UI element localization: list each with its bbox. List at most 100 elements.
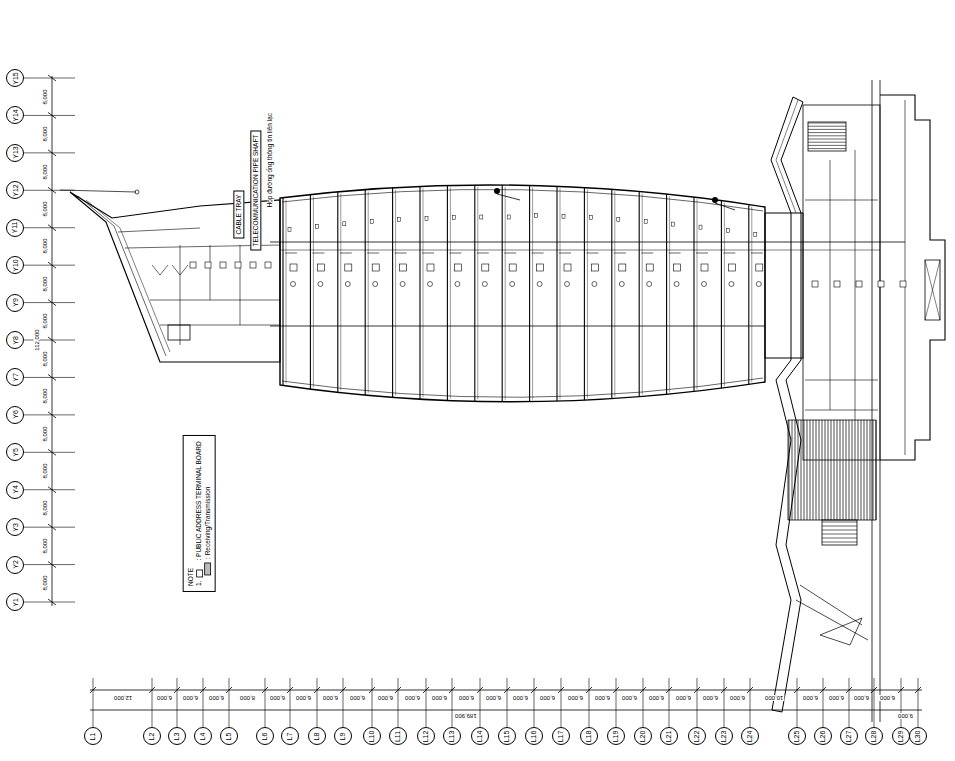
terminal-board-symbol — [190, 262, 196, 268]
grid-leader — [507, 678, 508, 727]
grid-leader — [24, 602, 75, 603]
grid-label: L25 — [794, 730, 801, 742]
speaker-symbol — [428, 282, 433, 287]
grid-bubble: L2 — [143, 727, 161, 745]
dimension-tick — [48, 337, 56, 343]
seating-hatch — [822, 420, 823, 520]
legend-row: 1.: PUBLIC ADDRESS TERMINAL BOARD — [195, 441, 203, 586]
site-boundary — [880, 80, 881, 722]
column-symbol — [589, 216, 592, 220]
seating-hatch — [852, 420, 853, 520]
building-wall — [805, 410, 878, 411]
structural-rib — [721, 201, 722, 389]
dimension-text: 6,000 — [675, 695, 692, 701]
wedge-wall — [86, 200, 170, 352]
dimension-tick — [666, 687, 672, 693]
dimension-tick — [613, 687, 619, 693]
column-symbol — [726, 229, 729, 233]
seating-hatch — [807, 420, 808, 520]
column-symbol — [644, 219, 647, 223]
dimension-tick — [586, 687, 592, 693]
dimension-value: 6,000 — [622, 695, 637, 701]
terminal-block — [803, 105, 880, 460]
grid-leader — [93, 678, 94, 727]
grid-label: L27 — [846, 730, 853, 742]
dimension-value: 8,000 — [41, 538, 47, 553]
stair-hatch — [808, 126, 846, 127]
grid-label: L9 — [339, 732, 346, 740]
dimension-tick — [48, 524, 56, 530]
grid-label: L14 — [477, 730, 484, 742]
dimension-value: 8,000 — [41, 389, 47, 404]
structural-rib — [560, 188, 561, 399]
grid-leader — [24, 527, 75, 528]
terminal-board-symbol — [646, 264, 653, 271]
box-label: CABLE TRAY — [235, 194, 242, 234]
grid-label: L16 — [531, 730, 538, 742]
dimension-tick — [423, 687, 429, 693]
stair-hatch — [808, 135, 846, 136]
dimension-value: 6,000 — [486, 695, 501, 701]
grid-bubble: L21 — [660, 727, 678, 745]
cable-run — [285, 253, 297, 254]
note-title: NOTE — [186, 567, 194, 585]
grid-bubble: Y7 — [6, 368, 24, 386]
grid-bubble: L15 — [498, 727, 516, 745]
dimension-tick — [48, 374, 56, 380]
seating-outline — [788, 420, 876, 520]
structural-rib — [587, 190, 588, 399]
dimension-value: Hộp đường ống thông tin liên lạc — [267, 112, 274, 207]
terminal-board-symbol — [509, 264, 516, 271]
terminal-board-symbol — [317, 264, 324, 271]
grid-label: L12 — [423, 730, 430, 742]
grid-label: L3 — [173, 732, 180, 740]
structural-rib — [614, 191, 615, 396]
terminal-board-symbol — [728, 264, 735, 271]
column-symbol — [370, 220, 373, 224]
dimension-text: 6,000 — [295, 695, 312, 701]
grid-leader — [724, 678, 725, 727]
grid-label: L18 — [586, 730, 593, 742]
shaft-label-box: TELECOMMUNICATION PIPE SHAFT — [250, 130, 261, 250]
grid-label: L28 — [871, 730, 878, 742]
stair-hatch — [822, 530, 857, 531]
dimension-value: 8,000 — [41, 127, 47, 142]
structural-rib — [642, 193, 643, 394]
dimension-value: 6,000 — [513, 695, 528, 701]
seating-hatch — [840, 420, 841, 520]
dimension-tick — [48, 487, 56, 493]
grid-leader — [152, 678, 153, 727]
terminal-board-symbol — [701, 264, 708, 271]
cable-run — [367, 253, 379, 254]
grid-bubble: L22 — [688, 727, 706, 745]
grid-leader — [24, 227, 75, 228]
hall-inner-wall — [282, 189, 763, 211]
dimension-line — [90, 710, 882, 711]
structural-rib — [340, 194, 341, 391]
structural-rib — [611, 189, 612, 398]
note-box: NOTE1.: PUBLIC ADDRESS TERMINAL BOARD: R… — [182, 435, 215, 592]
grid-label: Y7 — [12, 373, 19, 382]
speaker-symbol — [592, 282, 597, 287]
dimension-value: 6,000 — [405, 695, 420, 701]
grid-bubble: L27 — [840, 727, 858, 745]
dimension-value: 6,000 — [540, 695, 555, 701]
grid-label: L11 — [394, 730, 401, 741]
cable-run — [669, 253, 681, 254]
shaft-label-box: CABLE TRAY — [233, 190, 244, 238]
seating-hatch — [858, 420, 859, 520]
cable-run — [696, 253, 708, 254]
speaker-symbol — [482, 282, 487, 287]
grid-label: Y3 — [12, 523, 19, 532]
stair-hatch — [808, 145, 846, 146]
grid-label: L20 — [640, 730, 647, 742]
dimension-text: 6,000 — [404, 695, 421, 701]
dimension-value: 6,000 — [730, 695, 745, 701]
dimension-text: 6,000 — [539, 695, 556, 701]
structural-rib — [447, 185, 448, 400]
structural-rib — [423, 188, 424, 397]
dimension-value: 6,000 — [803, 695, 818, 701]
speaker-symbol — [537, 282, 542, 287]
structural-rib — [639, 191, 640, 396]
